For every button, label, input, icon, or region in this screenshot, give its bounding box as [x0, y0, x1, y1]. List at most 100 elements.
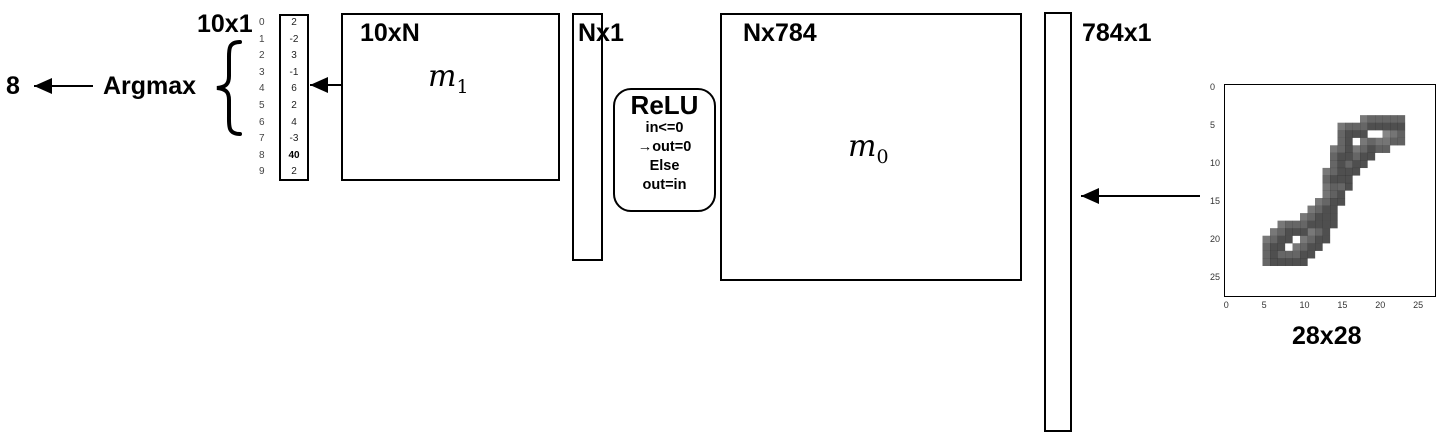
digit-pixel [1300, 243, 1308, 251]
digit-eight-image [1262, 115, 1406, 267]
vector-index: 1 [259, 33, 265, 45]
digit-pixel [1360, 137, 1368, 146]
digit-pixel [1382, 130, 1391, 138]
digit-pixel [1330, 190, 1338, 199]
argmax-label: Argmax [103, 72, 197, 100]
vector-index: 5 [259, 100, 265, 111]
vector-value: -2 [289, 33, 299, 45]
digit-pixel [1345, 130, 1353, 138]
vector-value: 2 [291, 166, 297, 178]
digit-pixel [1322, 182, 1331, 191]
digit-pixel [1382, 115, 1391, 123]
relu-rule-line: out=in [642, 177, 687, 194]
digit-pixel [1292, 243, 1301, 251]
digit-pixel [1367, 145, 1376, 153]
vector-value: 4 [291, 116, 297, 128]
input-image [1224, 84, 1436, 297]
digit-pixel [1322, 175, 1331, 184]
relu-rule-line: Else [649, 158, 680, 175]
vector-index: 7 [259, 133, 265, 145]
vector-value: -3 [289, 133, 299, 145]
hidden-vector-label: Nx1 [578, 19, 624, 47]
digit-pixel [1330, 145, 1338, 153]
digit-pixel [1375, 122, 1383, 131]
vector-value: 2 [291, 17, 297, 28]
digit-pixel [1375, 137, 1383, 146]
digit-pixel [1330, 205, 1338, 214]
digit-pixel [1397, 130, 1406, 138]
digit-pixel [1307, 213, 1316, 221]
digit-pixel [1352, 152, 1361, 161]
digit-pixel [1375, 115, 1383, 123]
relu-rule-line: in<=0 [645, 120, 684, 137]
vector-value: 3 [291, 50, 297, 62]
digit-pixel [1330, 152, 1338, 161]
digit-pixel [1262, 243, 1271, 251]
digit-pixel [1285, 220, 1293, 229]
digit-pixel [1345, 167, 1353, 176]
matrix-m0-symbol: m0 [848, 129, 889, 168]
digit-pixel [1337, 145, 1346, 153]
digit-pixel [1307, 205, 1316, 214]
image-y-tick: 15 [1210, 195, 1221, 206]
digit-pixel [1352, 130, 1361, 138]
digit-pixel [1285, 235, 1293, 244]
digit-pixel [1262, 258, 1271, 267]
digit-pixel [1345, 137, 1353, 146]
digit-pixel [1337, 167, 1346, 176]
vector-index: 9 [259, 166, 265, 178]
digit-pixel [1307, 220, 1316, 229]
digit-pixel [1277, 243, 1286, 251]
digit-pixel [1277, 228, 1286, 236]
digit-pixel [1277, 235, 1286, 244]
digit-pixel [1270, 243, 1278, 251]
input-vector-label: 784x1 [1082, 19, 1152, 47]
digit-pixel [1292, 220, 1301, 229]
digit-pixel [1390, 137, 1398, 146]
vector-value: 6 [291, 83, 297, 95]
vector-index: 6 [259, 116, 265, 128]
vector-value: 2 [291, 100, 297, 111]
digit-pixel [1345, 160, 1353, 169]
digit-pixel [1345, 145, 1353, 153]
output-vector [279, 14, 309, 181]
digit-pixel [1330, 213, 1338, 221]
prediction-value: 8 [6, 72, 20, 100]
relu-rule-line: →out=0 [637, 139, 692, 156]
image-x-tick: 25 [1413, 300, 1424, 310]
output-vector-label: 10x1 [197, 10, 253, 38]
digit-pixel [1367, 152, 1376, 161]
digit-pixel [1397, 137, 1406, 146]
digit-pixel [1337, 130, 1346, 138]
image-y-tick: 5 [1210, 119, 1216, 130]
digit-pixel [1382, 137, 1391, 146]
image-caption: 28x28 [1292, 322, 1362, 350]
digit-pixel [1285, 250, 1293, 259]
digit-pixel [1337, 152, 1346, 161]
digit-pixel [1322, 213, 1331, 221]
digit-pixel [1315, 235, 1323, 244]
digit-pixel [1337, 190, 1346, 199]
digit-pixel [1367, 137, 1376, 146]
digit-pixel [1315, 205, 1323, 214]
image-y-tick: 0 [1210, 81, 1216, 92]
digit-pixel [1330, 167, 1338, 176]
image-x-tick: 10 [1299, 300, 1310, 310]
digit-pixel [1322, 228, 1331, 236]
vector-index: 0 [259, 17, 265, 28]
digit-pixel [1300, 235, 1308, 244]
vector-index: 3 [259, 66, 265, 78]
digit-pixel [1330, 182, 1338, 191]
digit-pixel [1322, 235, 1331, 244]
digit-pixel [1315, 220, 1323, 229]
digit-pixel [1360, 145, 1368, 153]
digit-pixel [1337, 122, 1346, 131]
digit-pixel [1300, 220, 1308, 229]
digit-pixel [1352, 160, 1361, 169]
digit-pixel [1352, 145, 1361, 153]
digit-pixel [1307, 228, 1316, 236]
digit-pixel [1300, 228, 1308, 236]
image-x-tick: 0 [1223, 300, 1229, 310]
digit-pixel [1345, 182, 1353, 191]
